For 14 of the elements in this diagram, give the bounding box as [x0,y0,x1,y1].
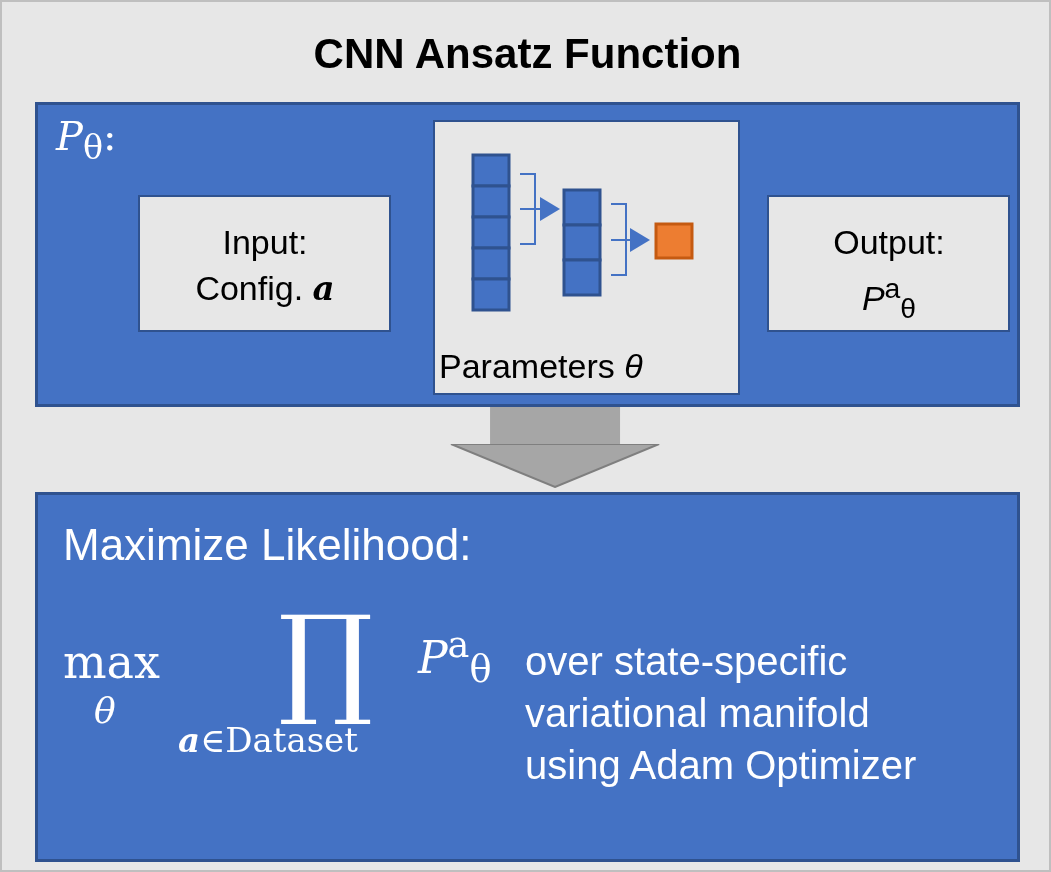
parameters-box [433,120,740,395]
parameters-label: Parameters θ [439,347,643,386]
max-operator: max [63,635,160,689]
input-box [138,195,391,332]
ansatz-box [35,102,1020,407]
objective-box [35,492,1020,862]
output-box [767,195,1010,332]
input-label: Input: Config. a [194,222,336,310]
panel-heading: CNN Ansatz Function [312,30,743,78]
max-subscript: θ [94,690,116,731]
objective-heading: Maximize Likelihood: [63,520,472,570]
block-arrow [450,407,661,488]
function-label: P$_{θ}$: [56,113,117,167]
objective-description: over state-specific variational manifold using Adam Optimizer [525,638,918,789]
